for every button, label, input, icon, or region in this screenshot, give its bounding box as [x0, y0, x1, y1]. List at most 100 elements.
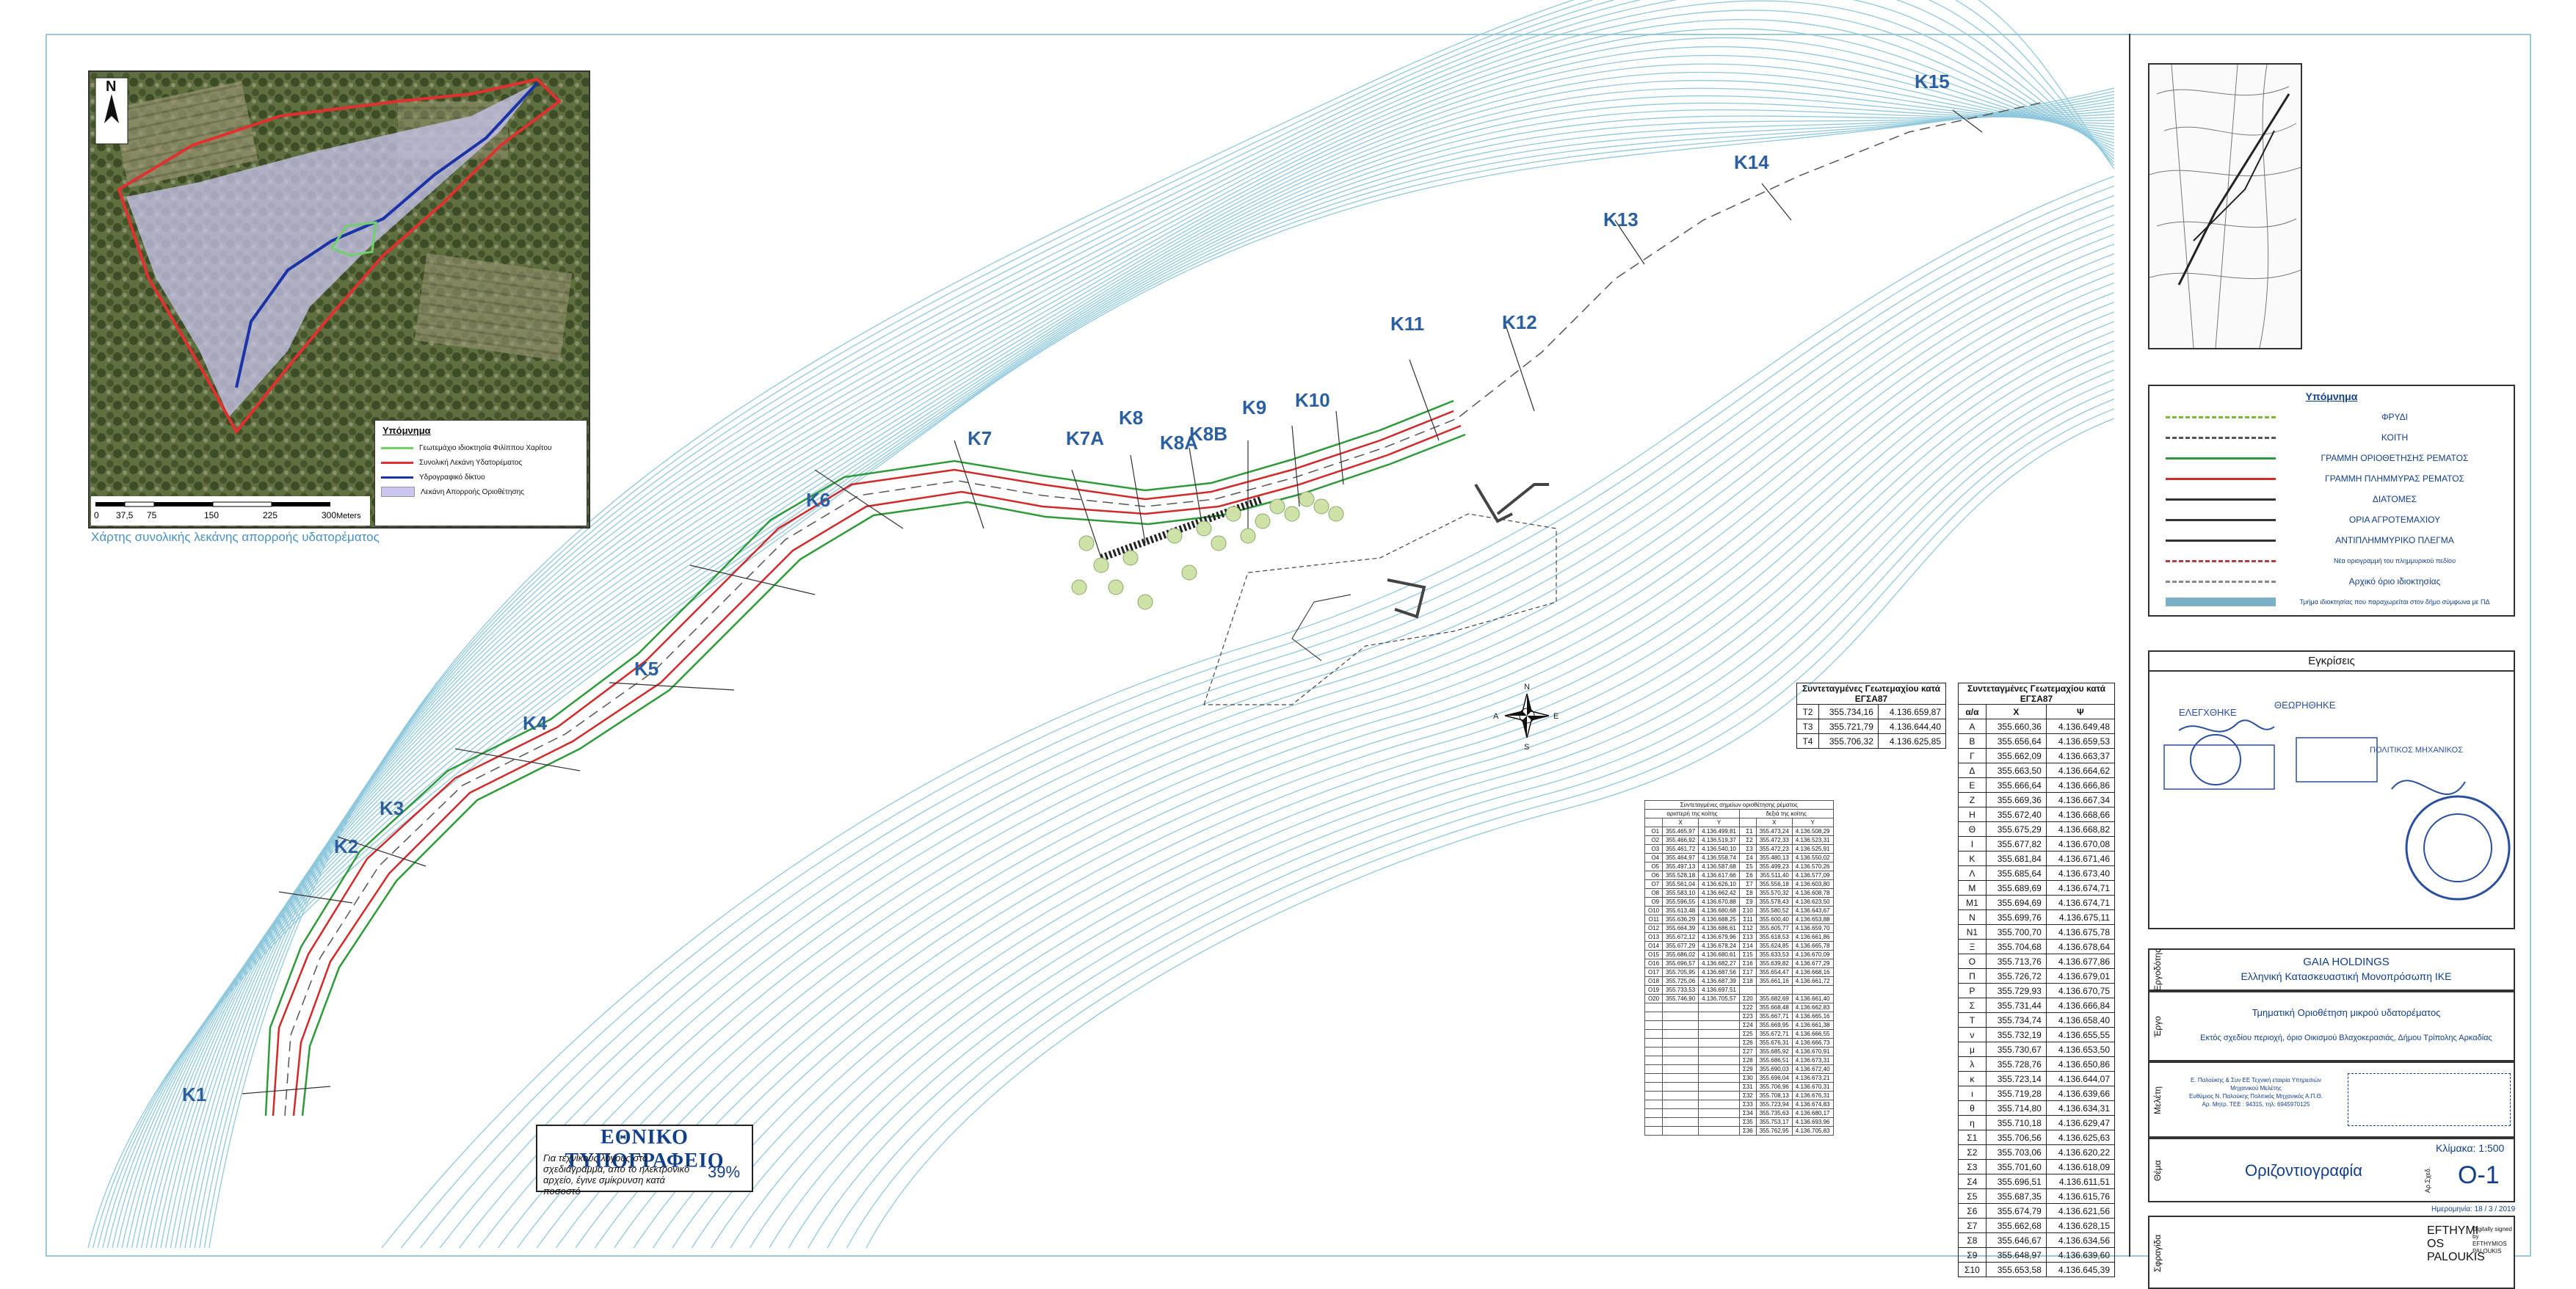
stamp-title: ΕΘΝΙΚΟ ΤΥΠΟΓΡΑΦΕΙΟ [565, 1126, 725, 1172]
legend-item: Νέα οριογραμμή του πλημμυρικού πεδίου [2149, 551, 2514, 571]
inset-caption: Χάρτης συνολικής λεκάνης απορροής υδατορ… [91, 530, 380, 544]
section-label: K8A [1160, 432, 1198, 454]
printing-office-stamp: ΕΘΝΙΚΟ ΤΥΠΟΓΡΑΦΕΙΟ Για τεχνικούς λόγους … [536, 1125, 753, 1197]
legend-item: ΓΡΑΜΜΗ ΠΛΗΜΜΥΡΑΣ ΡΕΜΑΤΟΣ [2149, 468, 2514, 489]
scale-bar: 0 37,5 75 150 225 300 Meters [91, 496, 370, 526]
section-label: K12 [1502, 311, 1537, 333]
section-label: K1 [182, 1083, 206, 1105]
project-box: Έργο Τμηματική Οριοθέτηση μικρού υδατορέ… [2148, 991, 2515, 1061]
compass-w: A [1493, 712, 1499, 721]
stamp-text: Για τεχνικούς λόγους στο σχεδιάγραμμα, α… [543, 1152, 690, 1197]
inset-legend-item: Υδρογραφικό δίκτυο [375, 470, 587, 484]
scale-unit: Meters [336, 512, 361, 520]
section-label: K7A [1066, 427, 1104, 449]
section-label: K3 [380, 797, 404, 819]
demarcation-right [301, 433, 1466, 1116]
cross-section-lines [242, 109, 1983, 1094]
coordinates-table-small: Συντεταγμένες Γεωτεμαχίου κατά ΕΓΣΑ87 T2… [1796, 683, 1947, 749]
scale-tick-3: 150 [204, 510, 219, 520]
approval-engineer: ΠΟΛΙΤΙΚΟΣ ΜΗΧΑΝΙΚΟΣ [2370, 746, 2463, 755]
scale-tick-2: 75 [147, 510, 157, 520]
drawing-box: Θέμα Οριζοντιογραφία Κλίμακα: 1:500 Αρ.Σ… [2148, 1138, 2515, 1202]
drawing-frame [46, 34, 2531, 1257]
legend-title: Υπόμνημα [2305, 391, 2358, 402]
table-title: Συντεταγμένες Γεωτεμαχίου κατά ΕΓΣΑ87 [1796, 683, 1946, 705]
section-label: K9 [1242, 396, 1266, 418]
section-label: K5 [634, 658, 658, 680]
scale-tick-4: 225 [263, 510, 277, 520]
section-label: K15 [1915, 70, 1950, 92]
delineation-basin [126, 83, 537, 417]
drawing-scale: Κλίμακα: 1:500 [2436, 1142, 2505, 1154]
scale-tick-5: 300 [322, 510, 336, 520]
flood-line-right [292, 424, 1462, 1116]
approvals-box: Εγκρίσεις ΕΛΕΓΧΘΗΚΕ ΘΕΩΡΗΘΗΚΕ ΠΟΛΙΤΙΚΟΣ … [2148, 650, 2515, 929]
study-box: Μελέτη Ε. Παλούκης & Συν ΕΕ Τεχνική εται… [2148, 1061, 2515, 1138]
owner-box: Εργοδότης GAIA HOLDINGS Ελληνική Κατασκε… [2148, 948, 2515, 991]
legend-item: ΓΡΑΜΜΗ ΟΡΙΟΘΕΤΗΣΗΣ ΡΕΜΑΤΟΣ [2149, 448, 2514, 468]
legend-item: Αρχικό όριο ιδιοκτησίας [2149, 571, 2514, 592]
sheet-number: O-1 [2458, 1161, 2500, 1189]
location-sketch [2148, 63, 2302, 349]
compass-s: S [1524, 743, 1529, 752]
inset-legend: Υπόμνημα Γεωτεμάχιο ιδιοκτησία Φιλίππου … [374, 420, 587, 526]
demarcation-points-table: Συντεταγμένες σημείων οριοθέτησης ρέματο… [1644, 800, 1834, 1136]
legend-item: ΚΟΙΤΗ [2149, 427, 2514, 448]
study-signatures [2348, 1073, 2511, 1126]
section-label: K14 [1734, 151, 1769, 173]
coordinates-table-main: Συντεταγμένες Γεωτεμαχίου κατά ΕΓΣΑ87 α/… [1958, 683, 2116, 1277]
inset-legend-title: Υπόμνημα [382, 425, 431, 436]
project-location: Εκτός σχεδίου περιοχή, όριο Οικισμού Βλα… [2200, 1034, 2492, 1042]
legend-item: ΑΝΤΙΠΛΗΜΜΥΡΙΚΟ ΠΛΕΓΜΑ [2149, 530, 2514, 551]
section-label: K8 [1119, 407, 1143, 429]
